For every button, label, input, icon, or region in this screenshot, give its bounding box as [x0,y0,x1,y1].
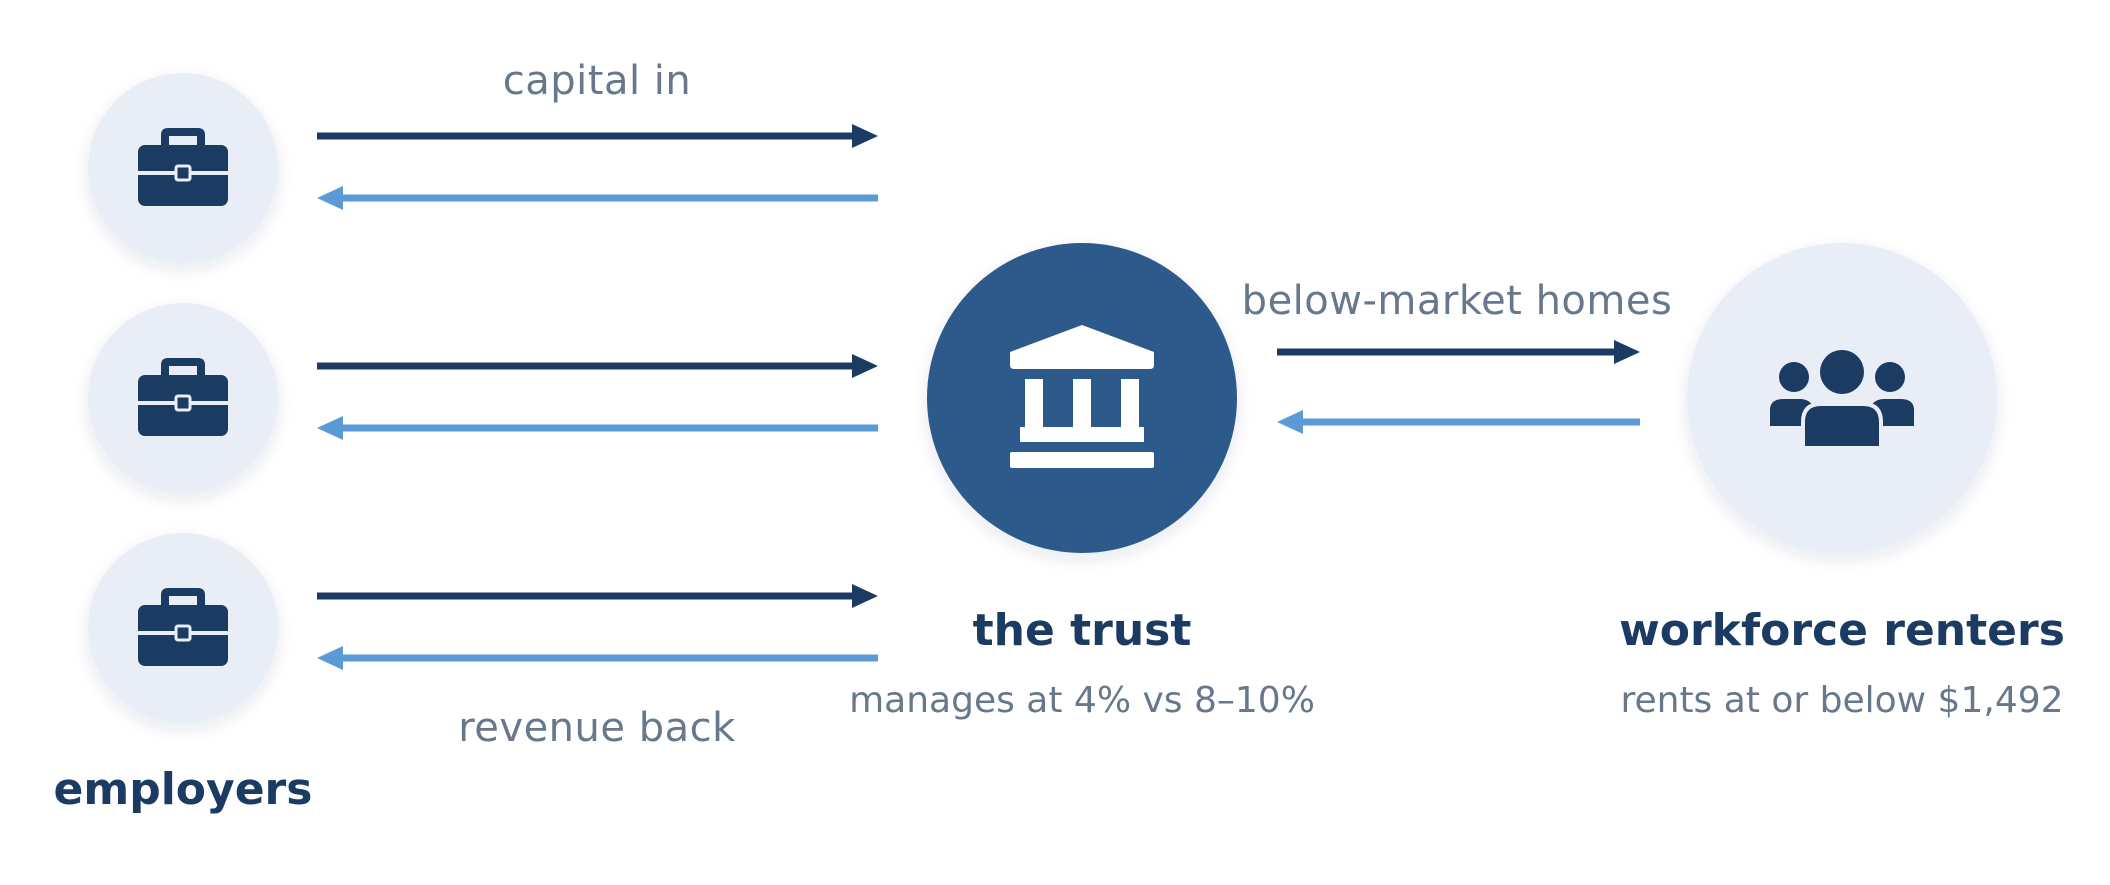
briefcase-icon [138,588,228,666]
revenue-back-arrow [317,186,878,210]
trust-subtitle: manages at 4% vs 8–10% [849,680,1315,721]
briefcase-icon [138,358,228,436]
capital-in-label: capital in [502,58,692,104]
revenue-back-arrow [317,416,878,440]
trust-node [927,243,1237,553]
employers-title: employers [53,764,313,815]
revenue-back-arrow [317,646,878,670]
renters-subtitle: rents at or below $1,492 [1620,680,2064,721]
renters-title: workforce renters [1619,605,2065,656]
employer-node [88,533,278,723]
briefcase-icon [138,128,228,206]
trust-title: the trust [972,605,1192,656]
homes-arrow [1277,340,1640,364]
capital-in-arrow [317,584,878,608]
bank-icon [1010,325,1154,468]
capital-in-arrow [317,124,878,148]
capital-in-arrow [317,354,878,378]
employer-node [88,303,278,493]
employer-node [88,73,278,263]
renters-node [1687,243,1997,553]
users-icon [1770,346,1914,450]
rent-return-arrow [1277,410,1640,434]
below-market-homes-label: below-market homes [1241,278,1673,324]
revenue-back-label: revenue back [458,705,736,751]
